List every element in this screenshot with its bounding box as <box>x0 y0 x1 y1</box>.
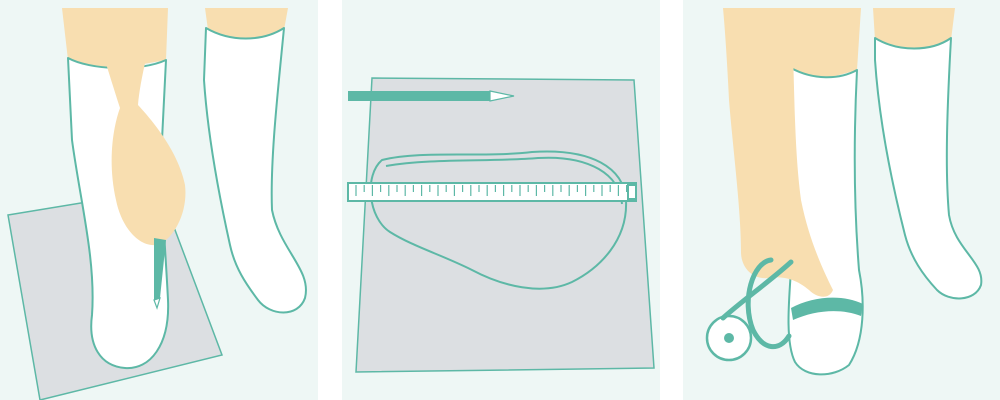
panel-measure-width <box>683 0 1000 400</box>
panel-trace-foot <box>0 0 318 400</box>
measure-length-scene <box>342 0 660 400</box>
tape-measure-reel-core <box>724 333 734 343</box>
panel-measure-length <box>342 0 660 400</box>
measure-width-scene <box>683 0 1000 400</box>
ruler-end-cap <box>628 185 636 199</box>
pencil <box>348 91 490 101</box>
trace-foot-scene <box>0 0 318 400</box>
left-leg <box>787 8 861 80</box>
ruler <box>348 183 636 201</box>
paper-sheet <box>356 78 654 372</box>
